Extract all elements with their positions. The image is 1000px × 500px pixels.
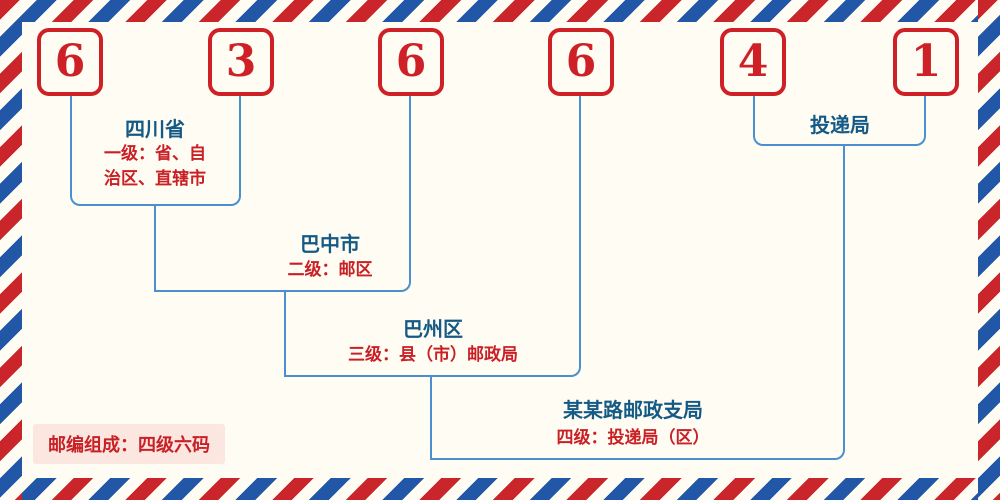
digit-box-4: 6 bbox=[548, 28, 614, 96]
connector-bracket-city bbox=[154, 94, 411, 292]
digit-box-5: 4 bbox=[720, 28, 786, 96]
province-desc: 一级：省、自 治区、直辖市 bbox=[60, 142, 250, 191]
connector-bracket-branch bbox=[430, 146, 845, 460]
digit-6: 1 bbox=[910, 36, 942, 87]
digit-box-1: 6 bbox=[37, 28, 103, 96]
province-desc-line1: 一级：省、自 bbox=[104, 144, 206, 163]
delivery-name: 投递局 bbox=[810, 115, 870, 137]
province-desc-line2: 治区、直辖市 bbox=[104, 168, 206, 188]
digit-5: 4 bbox=[737, 36, 769, 87]
connector-drop-city bbox=[154, 206, 156, 292]
branch-desc: 四级：投递局（区） bbox=[556, 428, 710, 447]
province-name: 四川省 bbox=[125, 119, 185, 141]
branch-name: 某某路邮政支局 bbox=[563, 400, 703, 422]
connector-drop-district bbox=[284, 292, 286, 377]
airmail-stripe-left bbox=[0, 0, 22, 500]
connector-drop-branch bbox=[430, 377, 432, 460]
city-name: 巴中市 bbox=[300, 234, 360, 256]
airmail-stripe-top bbox=[0, 0, 1000, 22]
digit-1: 6 bbox=[54, 36, 86, 87]
connector-bracket-district bbox=[284, 94, 581, 377]
district-name: 巴州区 bbox=[403, 319, 463, 341]
composition-badge: 邮编组成：四级六码 bbox=[33, 424, 225, 464]
airmail-stripe-bottom bbox=[0, 478, 1000, 500]
digit-2: 3 bbox=[225, 36, 257, 87]
district-desc: 三级：县（市）邮政局 bbox=[348, 345, 518, 364]
city-desc: 二级：邮区 bbox=[287, 260, 373, 279]
digit-box-2: 3 bbox=[208, 28, 274, 96]
digit-box-3: 6 bbox=[378, 28, 444, 96]
connector-bracket-province bbox=[70, 94, 241, 206]
connector-bracket-delivery bbox=[753, 94, 926, 146]
digit-4: 6 bbox=[565, 36, 597, 87]
digit-box-6: 1 bbox=[893, 28, 959, 96]
digit-3: 6 bbox=[395, 36, 427, 87]
airmail-stripe-right bbox=[978, 0, 1000, 500]
